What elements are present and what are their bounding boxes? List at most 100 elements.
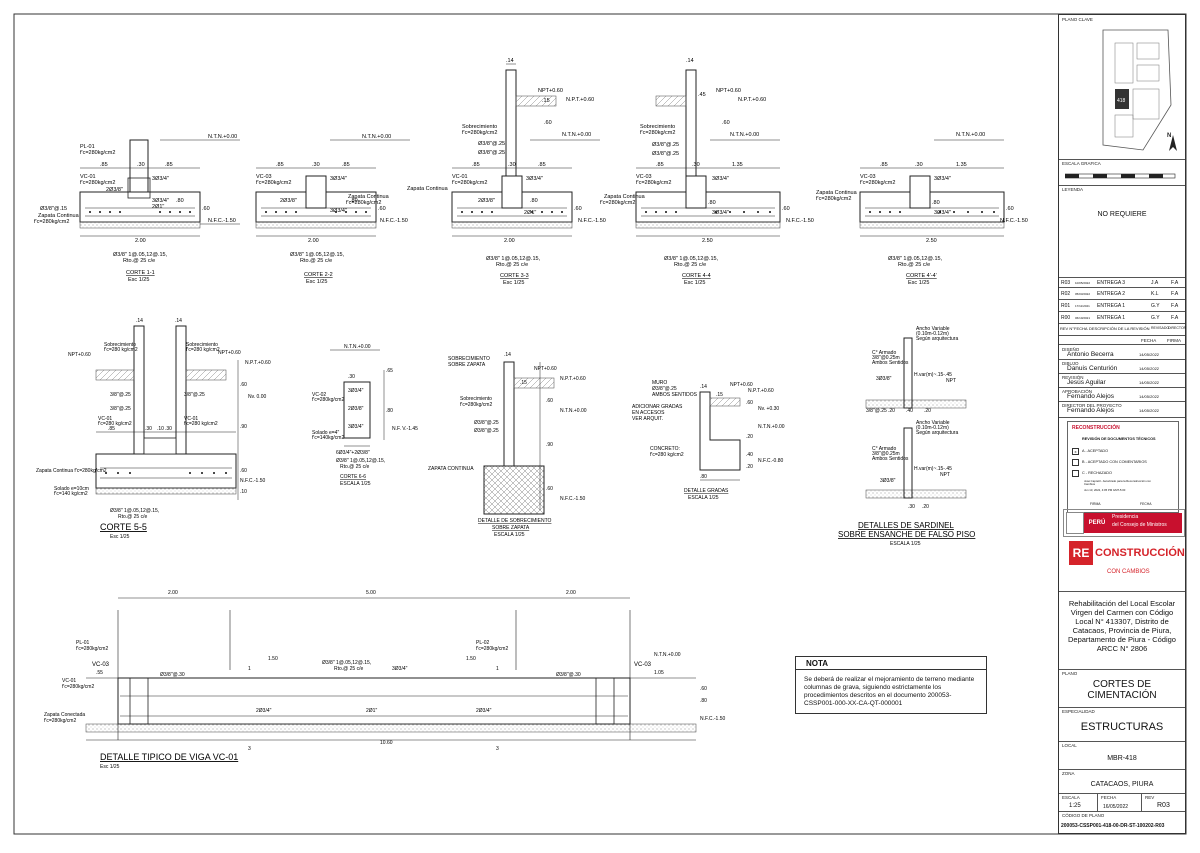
svg-text:Rto.@ 25 c/e: Rto.@ 25 c/e (334, 666, 363, 672)
svg-text:Ø3/8"@.25: Ø3/8"@.25 (478, 150, 505, 156)
svg-text:1.05: 1.05 (654, 670, 664, 676)
svg-text:.14: .14 (506, 58, 514, 64)
svg-text:f'c=280kg/cm2: f'c=280kg/cm2 (34, 219, 69, 225)
svg-text:.85: .85 (342, 162, 350, 168)
svg-text:N.F.C.-1.50: N.F.C.-1.50 (700, 716, 726, 722)
svg-text:VC-03: VC-03 (636, 174, 652, 180)
svg-text:CORTE 5-5: CORTE 5-5 (100, 522, 147, 532)
svg-text:.60: .60 (546, 486, 553, 492)
svg-text:1.35: 1.35 (732, 162, 743, 168)
svg-text:3: 3 (248, 746, 251, 752)
svg-text:VC-03: VC-03 (860, 174, 876, 180)
svg-text:3/8"@.25: 3/8"@.25 (866, 408, 887, 414)
svg-text:Zapata Continua f'c=280kg/cm2: Zapata Continua f'c=280kg/cm2 (36, 468, 107, 474)
svg-text:Sobrecimiento: Sobrecimiento (186, 342, 218, 348)
svg-text:Ø3/8"@.25: Ø3/8"@.25 (474, 420, 499, 426)
svg-text:PL-02: PL-02 (476, 640, 490, 646)
svg-text:2.00: 2.00 (566, 590, 576, 596)
svg-text:H.var(m)~.15-.45: H.var(m)~.15-.45 (914, 372, 952, 378)
plinth (129, 139, 149, 193)
svg-text:MURO: MURO (652, 380, 667, 386)
svg-text:VC-02: VC-02 (312, 392, 326, 398)
svg-text:.65: .65 (386, 368, 393, 374)
svg-text:.20: .20 (746, 464, 753, 470)
svg-text:2.00: 2.00 (504, 238, 515, 244)
svg-text:.30: .30 (692, 162, 700, 168)
svg-text:2Ø3/8": 2Ø3/8" (106, 187, 123, 193)
note-body: Se deberá de realizar el mejoramiento de… (804, 676, 975, 707)
svg-text:2.00: 2.00 (168, 590, 178, 596)
svg-text:N.F.C.-1.50: N.F.C.-1.50 (208, 218, 236, 224)
svg-text:Ø3/8"@.25: Ø3/8"@.25 (478, 141, 505, 147)
svg-text:3Ø3/8": 3Ø3/8" (880, 478, 896, 484)
svg-text:N.F.C.-1.50: N.F.C.-1.50 (560, 496, 586, 502)
svg-text:N.T.N.+0.00: N.T.N.+0.00 (758, 424, 785, 430)
svg-text:ESCALA 1/25: ESCALA 1/25 (890, 541, 921, 547)
svg-text:Ancho Variable: Ancho Variable (916, 326, 950, 332)
svg-text:2Ø3/8": 2Ø3/8" (478, 198, 495, 204)
svg-text:Ø3/8"@.30: Ø3/8"@.30 (556, 672, 581, 678)
graphic-scale (1065, 173, 1176, 179)
svg-text:VC-03: VC-03 (256, 174, 272, 180)
svg-text:N.F.C.-1.50: N.F.C.-1.50 (240, 478, 266, 484)
svg-text:3Ø3/4": 3Ø3/4" (934, 210, 951, 216)
svg-text:f'c=280kg/cm2: f'c=280kg/cm2 (452, 180, 487, 186)
svg-text:.60: .60 (782, 206, 790, 212)
svg-text:.30: .30 (348, 374, 355, 380)
svg-text:.30: .30 (915, 162, 923, 168)
svg-text:Rto.@ 25 c/e: Rto.@ 25 c/e (340, 464, 369, 470)
svg-text:N.P.T.+0.60: N.P.T.+0.60 (748, 388, 774, 394)
svg-text:N.T.N.+0.00: N.T.N.+0.00 (730, 132, 759, 138)
local-code: MBR-418 (1107, 755, 1137, 762)
svg-text:.60: .60 (574, 206, 582, 212)
svg-text:PL-01: PL-01 (80, 144, 95, 150)
svg-text:f'c=280kg/cm2: f'c=280kg/cm2 (44, 718, 76, 724)
svg-text:.60: .60 (544, 120, 552, 126)
svg-text:.55: .55 (96, 670, 103, 676)
svg-text:.60: .60 (746, 400, 753, 406)
svg-text:N.T.N.+0.00: N.T.N.+0.00 (562, 132, 591, 138)
svg-text:.60: .60 (722, 120, 730, 126)
svg-text:DETALLES DE SARDINEL: DETALLES DE SARDINEL (858, 521, 954, 530)
svg-text:.14: .14 (136, 318, 143, 324)
svg-text:3/8"@.25: 3/8"@.25 (110, 392, 131, 398)
detail-sardinel: Ancho Variable (0.10m-0.12m) Según arqui… (838, 326, 975, 547)
review-stamp: RECONSTRUCCIÓN REVISIÓN DE DOCUMENTOS TÉ… (1067, 421, 1179, 513)
svg-text:.14: .14 (700, 384, 707, 390)
svg-text:N.P.T.+0.60: N.P.T.+0.60 (560, 376, 586, 382)
section-4b-4b: 2.50 .85 .30 1.35 .60 .80 VC-03 f'c=280k… (816, 132, 1028, 286)
svg-text:CORTE 4'-4': CORTE 4'-4' (906, 273, 937, 279)
svg-text:N.T.N.+0.00: N.T.N.+0.00 (208, 134, 237, 140)
svg-text:3Ø3/4": 3Ø3/4" (348, 424, 364, 430)
svg-text:N.F.C.-1.50: N.F.C.-1.50 (786, 218, 814, 224)
width-label: 2.00 (135, 238, 146, 244)
svg-text:1: 1 (248, 666, 251, 672)
svg-text:ESCALA 1/25: ESCALA 1/25 (688, 495, 719, 501)
svg-text:Ø3/8"@.25: Ø3/8"@.25 (652, 386, 677, 392)
svg-text:VC-03: VC-03 (634, 662, 652, 668)
svg-text:Sobrecimiento: Sobrecimiento (104, 342, 136, 348)
svg-text:Esc 1/25: Esc 1/25 (110, 534, 130, 540)
svg-text:3/8"@.25: 3/8"@.25 (184, 392, 205, 398)
svg-text:VC-01: VC-01 (184, 416, 198, 422)
svg-text:f'c=280 kg/cm2: f'c=280 kg/cm2 (98, 421, 132, 427)
svg-text:.14: .14 (504, 352, 511, 358)
svg-text:N.T.N.+0.00: N.T.N.+0.00 (654, 652, 681, 658)
svg-text:.90: .90 (546, 442, 553, 448)
svg-text:Zapata Continua: Zapata Continua (407, 186, 449, 192)
svg-text:.30: .30 (508, 162, 516, 168)
svg-text:Rto.@ 25 c/e: Rto.@ 25 c/e (898, 262, 930, 268)
svg-text:Zapata Continua: Zapata Continua (38, 213, 80, 219)
svg-text:N.F. V.-1.45: N.F. V.-1.45 (392, 426, 418, 432)
svg-text:.30: .30 (165, 426, 172, 432)
svg-text:N.P.T.+0.60: N.P.T.+0.60 (738, 97, 766, 103)
svg-text:Ø3/8" 1@.05,12@.15,: Ø3/8" 1@.05,12@.15, (336, 458, 385, 464)
svg-text:N.T.N.+0.00: N.T.N.+0.00 (344, 344, 371, 350)
svg-text:.20: .20 (922, 504, 929, 510)
key-plan: 418 (1102, 29, 1172, 151)
svg-text:Ø3/8" 1@.05,12@.15,: Ø3/8" 1@.05,12@.15, (486, 256, 541, 262)
svg-text:Ø3/8" 1@.05,12@.15,: Ø3/8" 1@.05,12@.15, (322, 660, 371, 666)
